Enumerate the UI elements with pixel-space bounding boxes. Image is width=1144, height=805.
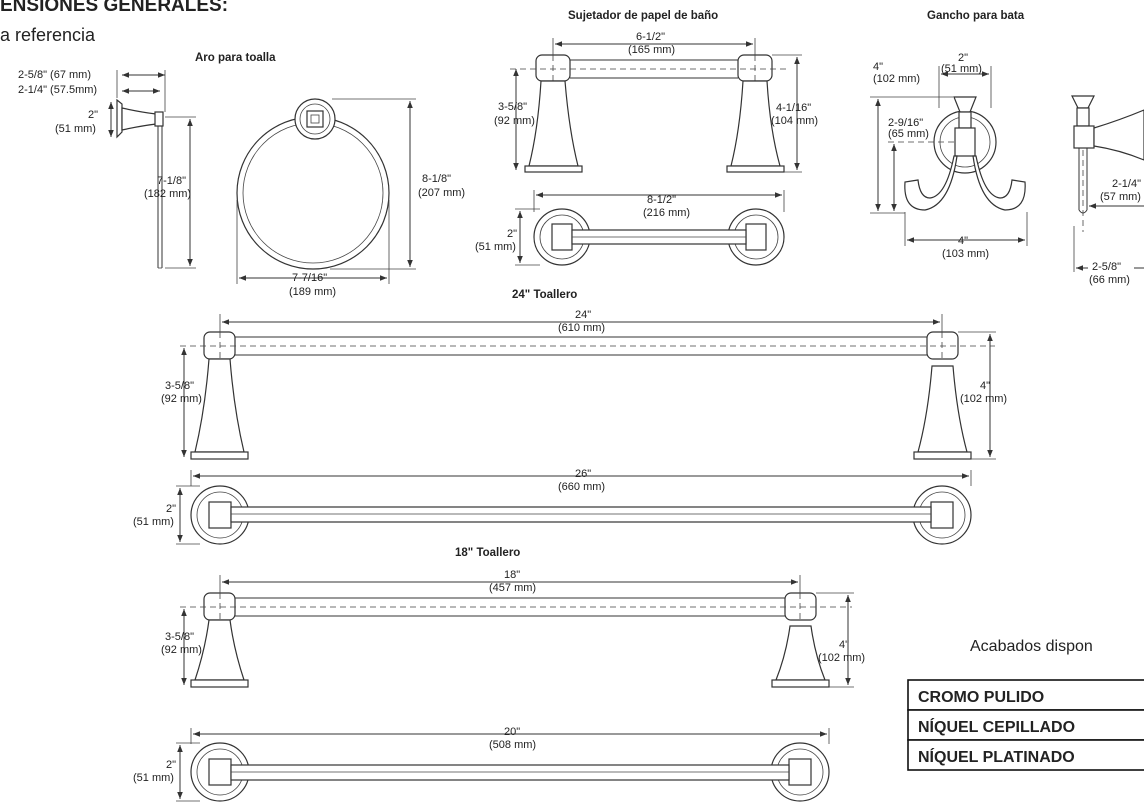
towel-ring-side-view xyxy=(116,98,164,269)
robe-hook-title: Gancho para bata xyxy=(927,10,1025,22)
robe-hook-dim-b1: 2" xyxy=(958,52,968,64)
robe-hook-dim-d2: (103 mm) xyxy=(942,248,989,260)
bar18-dim-a1: 18" xyxy=(504,569,520,581)
bar24-dim-e1: 2" xyxy=(166,503,176,515)
paper-holder-dim-c1: 4-1/16" xyxy=(776,102,811,114)
paper-holder-front-view xyxy=(510,54,790,173)
bar24-front-view xyxy=(180,331,995,460)
paper-holder-dim-e1: 2" xyxy=(507,228,517,240)
paper-holder-dim-c2: (104 mm) xyxy=(771,115,818,127)
finishes-table: CROMO PULIDO NÍQUEL CEPILLADO NÍQUEL PLA… xyxy=(907,679,1144,771)
towel-ring-front-view xyxy=(236,98,390,270)
bar18-dim-c2: (102 mm) xyxy=(818,652,865,664)
robe-hook-dim-e2: (57 mm) xyxy=(1100,191,1141,203)
bar24-title: 24" Toallero xyxy=(512,289,577,301)
towel-ring-dim-e2: (207 mm) xyxy=(418,187,465,199)
robe-hook-dim-a1: 4" xyxy=(873,61,883,73)
towel-ring-section: Aro para toalla 2-5/8" (67 mm) 2-1/4" (5… xyxy=(18,52,465,298)
towel-ring-dim-f1: 7-7/16" xyxy=(292,272,327,284)
paper-holder-dim-a2: (165 mm) xyxy=(628,44,675,56)
bar18-dim-b2: (92 mm) xyxy=(161,644,202,656)
bar24-dim-d2: (660 mm) xyxy=(558,481,605,493)
bar18-top-view xyxy=(190,742,830,802)
bar18-dim-e2: (51 mm) xyxy=(133,772,174,784)
bar18-dim-b1: 3-5/8" xyxy=(165,631,194,643)
bar24-top-view xyxy=(190,485,972,545)
paper-holder-dim-e2: (51 mm) xyxy=(475,241,516,253)
paper-holder-title: Sujetador de papel de baño xyxy=(568,10,718,22)
bar18-dim-c1: 4" xyxy=(839,639,849,651)
towel-ring-dim-d1: 7-1/8" xyxy=(157,175,186,187)
robe-hook-dim-f1: 2-5/8" xyxy=(1092,261,1121,273)
paper-holder-dim-b1: 3-5/8" xyxy=(498,101,527,113)
paper-holder-dim-d2: (216 mm) xyxy=(643,207,690,219)
paper-holder-dim-b2: (92 mm) xyxy=(494,115,535,127)
robe-hook-front-view xyxy=(904,96,1026,211)
finish-item: CROMO PULIDO xyxy=(918,689,1044,706)
robe-hook-dim-e1: 2-1/4" xyxy=(1112,178,1141,190)
robe-hook-dim-d1: 4" xyxy=(958,235,968,247)
bar18-dim-a2: (457 mm) xyxy=(489,582,536,594)
finishes-title: Acabados dispon xyxy=(970,638,1093,655)
bar18-section: 18" Toallero 18" (457 mm) 3-5/8" (92 mm)… xyxy=(133,547,865,802)
finishes-section: Acabados dispon CROMO PULIDO NÍQUEL CEPI… xyxy=(907,638,1144,771)
bar24-dim-c1: 4" xyxy=(980,380,990,392)
paper-holder-dim-d1: 8-1/2" xyxy=(647,194,676,206)
bar18-dim-d2: (508 mm) xyxy=(489,739,536,751)
robe-hook-dim-a2: (102 mm) xyxy=(873,73,920,85)
bar24-dim-e2: (51 mm) xyxy=(133,516,174,528)
towel-ring-dim-b: 2-1/4" (57.5mm) xyxy=(18,84,97,96)
bar24-dim-b2: (92 mm) xyxy=(161,393,202,405)
page-subtitle: a referencia xyxy=(0,25,96,45)
paper-holder-top-view xyxy=(533,208,785,266)
towel-ring-dim-c2: (51 mm) xyxy=(55,123,96,135)
towel-ring-dim-f2: (189 mm) xyxy=(289,286,336,298)
robe-hook-dim-c1: 2-9/16" xyxy=(888,117,923,129)
towel-ring-dim-d2: (182 mm) xyxy=(144,188,191,200)
bar18-front-view xyxy=(180,592,852,688)
finish-item: NÍQUEL CEPILLADO xyxy=(918,717,1075,736)
paper-holder-section: Sujetador de papel de baño 6-1/2" (165 m… xyxy=(475,10,818,266)
robe-hook-dim-b2: (51 mm) xyxy=(941,63,982,75)
bar24-dim-a2: (610 mm) xyxy=(558,322,605,334)
towel-ring-title: Aro para toalla xyxy=(195,52,276,64)
robe-hook-section: Gancho para bata 2" (51 mm) 4" (102 mm) … xyxy=(870,10,1144,286)
bar24-dim-a1: 24" xyxy=(575,309,591,321)
robe-hook-dim-c2: (65 mm) xyxy=(888,128,929,140)
bar24-dim-b1: 3-5/8" xyxy=(165,380,194,392)
bar18-dim-d1: 20" xyxy=(504,726,520,738)
bar18-dim-e1: 2" xyxy=(166,759,176,771)
header: ENSIONES GENERALES: a referencia xyxy=(0,0,228,45)
bar24-dim-d1: 26" xyxy=(575,468,591,480)
robe-hook-side-view xyxy=(1071,95,1144,232)
bar18-title: 18" Toallero xyxy=(455,547,520,559)
bar24-dim-c2: (102 mm) xyxy=(960,393,1007,405)
towel-ring-dim-a: 2-5/8" (67 mm) xyxy=(18,69,91,81)
finish-item: NÍQUEL PLATINADO xyxy=(918,747,1075,766)
robe-hook-dim-f2: (66 mm) xyxy=(1089,274,1130,286)
bar24-section: 24" Toallero 24" (610 mm) 3-5/8" (92 mm)… xyxy=(133,289,1007,545)
page-title: ENSIONES GENERALES: xyxy=(0,0,228,16)
towel-ring-dim-c1: 2" xyxy=(88,109,98,121)
paper-holder-dim-a1: 6-1/2" xyxy=(636,31,665,43)
towel-ring-dim-e1: 8-1/8" xyxy=(422,173,451,185)
